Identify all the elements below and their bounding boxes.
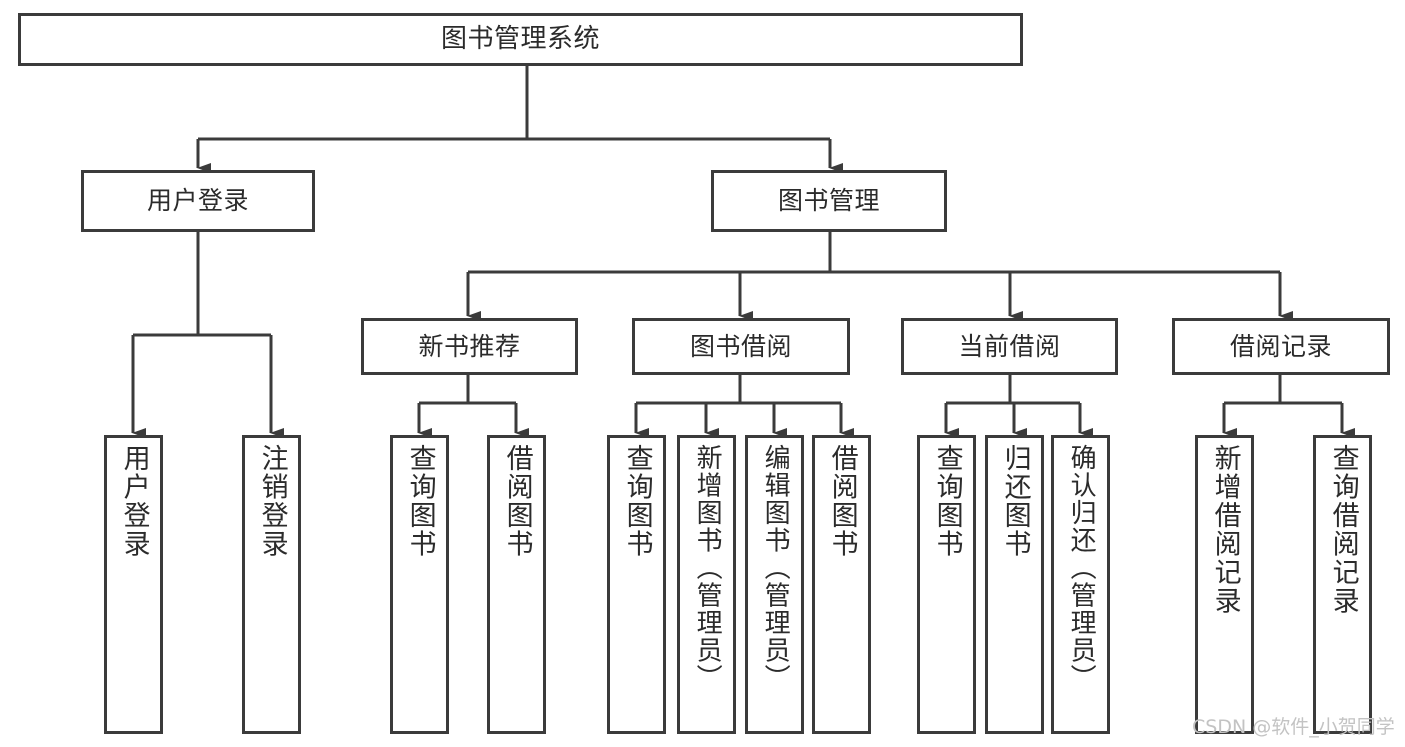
node-leaf-query-book-3[interactable]: 查询图书 [917, 435, 976, 734]
node-book-manage-label: 图书管理 [777, 186, 880, 216]
node-leaf-borrow-book-1-label: 借阅图书 [501, 444, 533, 558]
node-leaf-query-book-2-label: 查询图书 [621, 444, 653, 558]
node-leaf-return-book-label: 归还图书 [999, 444, 1031, 558]
node-new-book-recommend[interactable]: 新书推荐 [361, 318, 578, 375]
node-leaf-borrow-book-1[interactable]: 借阅图书 [487, 435, 546, 734]
node-leaf-user-login[interactable]: 用户登录 [104, 435, 163, 734]
node-leaf-edit-book-label: 编辑图书（管理员） [760, 444, 791, 692]
node-leaf-logout-label: 注销登录 [256, 444, 288, 558]
node-leaf-query-book-1[interactable]: 查询图书 [390, 435, 449, 734]
node-leaf-query-record-label: 查询借阅记录 [1327, 444, 1359, 615]
node-leaf-user-login-label: 用户登录 [118, 444, 150, 558]
node-leaf-query-record[interactable]: 查询借阅记录 [1313, 435, 1372, 734]
node-user-login-label: 用户登录 [146, 186, 249, 216]
node-book-borrow-label: 图书借阅 [689, 331, 792, 361]
node-root-label: 图书管理系统 [440, 24, 600, 55]
node-new-book-recommend-label: 新书推荐 [418, 331, 521, 361]
node-leaf-confirm-return-label: 确认归还（管理员） [1066, 444, 1097, 692]
node-leaf-borrow-book-2-label: 借阅图书 [826, 444, 858, 558]
node-root[interactable]: 图书管理系统 [18, 13, 1023, 66]
node-leaf-edit-book[interactable]: 编辑图书（管理员） [745, 435, 804, 734]
node-user-login[interactable]: 用户登录 [81, 170, 315, 232]
node-leaf-add-record[interactable]: 新增借阅记录 [1195, 435, 1254, 734]
csdn-watermark: CSDN @软件_小贺同学 [1192, 716, 1395, 738]
node-leaf-logout[interactable]: 注销登录 [242, 435, 301, 734]
node-leaf-query-book-2[interactable]: 查询图书 [607, 435, 666, 734]
node-borrow-record-label: 借阅记录 [1229, 331, 1332, 361]
node-book-borrow[interactable]: 图书借阅 [632, 318, 850, 375]
node-current-borrow[interactable]: 当前借阅 [901, 318, 1118, 375]
node-book-manage[interactable]: 图书管理 [711, 170, 947, 232]
node-borrow-record[interactable]: 借阅记录 [1172, 318, 1390, 375]
node-leaf-add-record-label: 新增借阅记录 [1209, 444, 1241, 615]
node-leaf-add-book[interactable]: 新增图书（管理员） [677, 435, 736, 734]
node-leaf-add-book-label: 新增图书（管理员） [692, 444, 723, 692]
node-leaf-query-book-1-label: 查询图书 [404, 444, 436, 558]
node-leaf-confirm-return[interactable]: 确认归还（管理员） [1051, 435, 1110, 734]
node-current-borrow-label: 当前借阅 [958, 331, 1061, 361]
node-leaf-borrow-book-2[interactable]: 借阅图书 [812, 435, 871, 734]
node-leaf-return-book[interactable]: 归还图书 [985, 435, 1044, 734]
node-leaf-query-book-3-label: 查询图书 [931, 444, 963, 558]
